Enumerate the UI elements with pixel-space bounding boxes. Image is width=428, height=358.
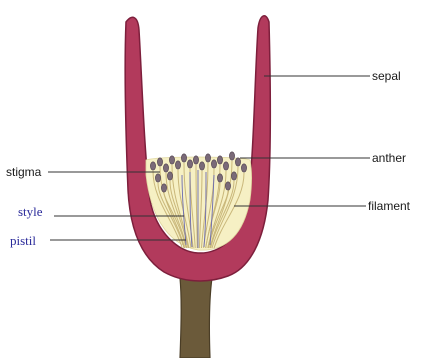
- anther-head: [223, 162, 228, 170]
- anther-head: [163, 164, 168, 172]
- label-stigma: stigma: [6, 165, 42, 179]
- label-anther: anther: [372, 151, 406, 165]
- label-sepal: sepal: [372, 69, 401, 83]
- anther-head: [187, 160, 192, 168]
- anther-head: [175, 161, 180, 169]
- anther-head: [225, 182, 230, 190]
- anther-head: [167, 172, 172, 180]
- anther-head: [235, 158, 240, 166]
- anther-head: [157, 158, 162, 166]
- anther-head: [205, 154, 210, 162]
- anther-head: [193, 156, 198, 164]
- anther-head: [155, 174, 160, 182]
- label-filament: filament: [368, 199, 411, 213]
- stem: [180, 278, 212, 358]
- anther-head: [150, 162, 155, 170]
- anther-head: [217, 174, 222, 182]
- anther-head: [231, 172, 236, 180]
- anther-head: [181, 154, 186, 162]
- anther-head: [229, 152, 234, 160]
- anther-head: [161, 184, 166, 192]
- anther-head: [241, 164, 246, 172]
- anther-head: [199, 162, 204, 170]
- anther-head: [217, 156, 222, 164]
- label-pistil: pistil: [10, 233, 36, 248]
- anther-head: [169, 156, 174, 164]
- anther-head: [211, 160, 216, 168]
- label-style: style: [18, 204, 43, 219]
